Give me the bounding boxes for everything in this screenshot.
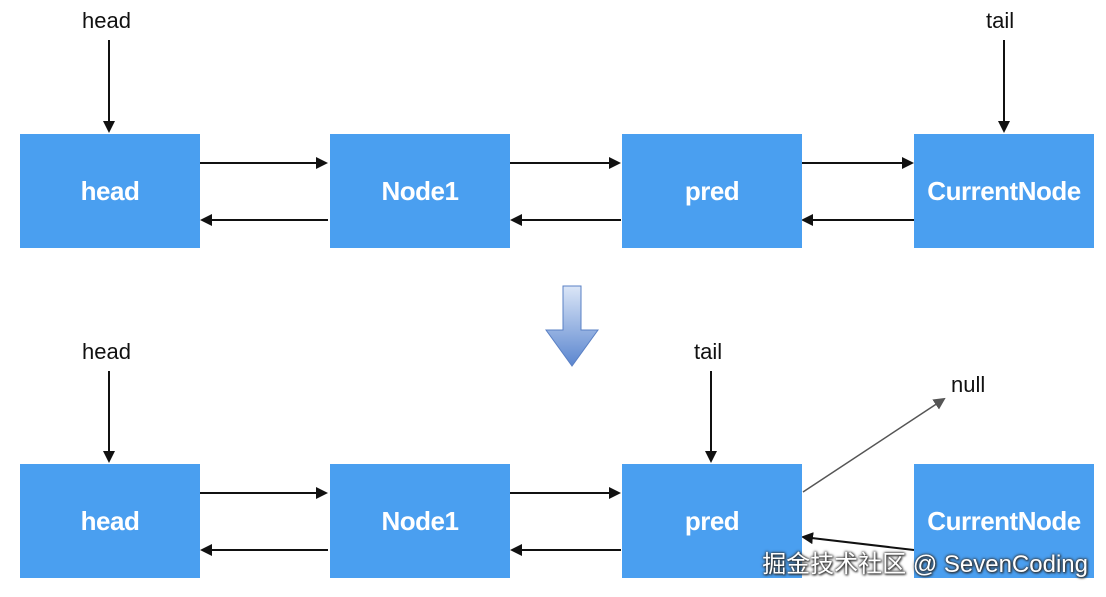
bottom-tail-pointer-label: tail: [694, 339, 723, 364]
transition-down-arrow: [545, 285, 599, 367]
bottom-node-pred: pred: [622, 464, 802, 578]
bottom-node-head: head: [20, 464, 200, 578]
top-tail-pointer-label: tail: [986, 8, 1015, 33]
top-head-pointer-label: head: [82, 8, 131, 33]
bottom-null-label: null: [951, 372, 986, 397]
top-node-head: head: [20, 134, 200, 248]
bottom-head-pointer-label: head: [82, 339, 131, 364]
top-node-node1: Node1: [330, 134, 510, 248]
bottom-node-currentnode: CurrentNode: [914, 464, 1094, 578]
watermark: 掘金技术社区 @ SevenCoding: [762, 551, 1088, 578]
top-node-currentnode: CurrentNode: [914, 134, 1094, 248]
bottom-node-node1: Node1: [330, 464, 510, 578]
bottom-pred-null-arrow: [802, 397, 946, 493]
bottom-link-current-pred-prev: [801, 532, 915, 551]
top-node-pred: pred: [622, 134, 802, 248]
